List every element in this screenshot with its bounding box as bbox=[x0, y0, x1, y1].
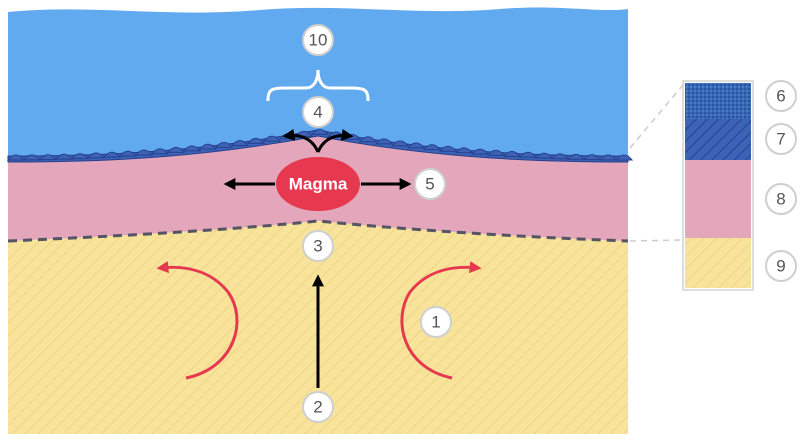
pillow-scallop bbox=[214, 141, 234, 148]
legend-connector-bottom bbox=[629, 239, 684, 242]
pillow-scallop bbox=[182, 145, 202, 152]
marker-3: 3 bbox=[302, 230, 334, 262]
marker-9-label: 9 bbox=[776, 257, 785, 276]
pillow-scallop bbox=[438, 145, 458, 152]
marker-5-label: 5 bbox=[425, 175, 434, 194]
legend-box bbox=[682, 80, 754, 291]
legend-swatch-mantle bbox=[685, 160, 751, 238]
legend-swatch-sediment bbox=[685, 83, 751, 119]
marker-3-label: 3 bbox=[313, 237, 322, 256]
marker-1-label: 1 bbox=[431, 313, 440, 332]
pillow-scallop bbox=[102, 151, 122, 158]
magma-label: Magma bbox=[289, 175, 348, 194]
marker-7-label: 7 bbox=[776, 130, 785, 149]
marker-2: 2 bbox=[302, 391, 334, 423]
marker-8-label: 8 bbox=[776, 190, 785, 209]
marker-9: 9 bbox=[765, 250, 797, 282]
pillow-scallop bbox=[70, 153, 90, 160]
convection-arrow-left bbox=[156, 261, 239, 380]
pillow-scallop bbox=[166, 146, 186, 153]
pillow-scallop bbox=[406, 142, 426, 149]
marker-4-label: 4 bbox=[313, 103, 322, 122]
pillow-scallop bbox=[422, 144, 442, 151]
marker-10-label: 10 bbox=[309, 31, 328, 50]
pillow-scallop bbox=[134, 149, 154, 156]
legend-swatch-asthenosphere bbox=[685, 238, 751, 288]
pillow-scallop bbox=[262, 135, 282, 142]
marker-4: 4 bbox=[302, 96, 334, 128]
marker-1: 1 bbox=[420, 306, 452, 338]
marker-7: 7 bbox=[765, 123, 797, 155]
legend-swatch-crust bbox=[685, 119, 751, 160]
pillow-scallop bbox=[246, 137, 266, 144]
pillow-scallop bbox=[150, 148, 170, 155]
pillow-scallop bbox=[374, 138, 394, 145]
pillow-scallop bbox=[358, 136, 378, 143]
convection-arrow-right bbox=[400, 261, 482, 380]
magma-chamber bbox=[276, 157, 360, 211]
pillow-scallop bbox=[86, 152, 106, 159]
pillow-scallop bbox=[54, 153, 74, 160]
pillow-scallop bbox=[118, 150, 138, 157]
pillow-scallop bbox=[310, 128, 330, 135]
marker-5: 5 bbox=[414, 168, 446, 200]
ridge-arrow-right bbox=[316, 128, 354, 153]
legend-connector-top bbox=[629, 84, 684, 149]
pillow-scallop bbox=[614, 154, 634, 161]
marker-8: 8 bbox=[765, 183, 797, 215]
pillow-scallop bbox=[454, 147, 474, 154]
ridge-arrow-left bbox=[282, 128, 320, 153]
pillow-scallop bbox=[486, 149, 506, 156]
pillow-scallop bbox=[470, 148, 490, 155]
pillow-scallop bbox=[230, 139, 250, 146]
pillow-scallop bbox=[198, 143, 218, 150]
pillow-scallop bbox=[390, 140, 410, 147]
ridge-brace bbox=[266, 69, 370, 102]
marker-6: 6 bbox=[765, 80, 797, 112]
marker-6-label: 6 bbox=[776, 87, 785, 106]
ocean-layer bbox=[8, 7, 628, 156]
marker-10: 10 bbox=[302, 24, 334, 56]
pillow-scallop bbox=[502, 150, 522, 157]
pillow-scallop bbox=[518, 151, 538, 158]
marker-2-label: 2 bbox=[313, 398, 322, 417]
